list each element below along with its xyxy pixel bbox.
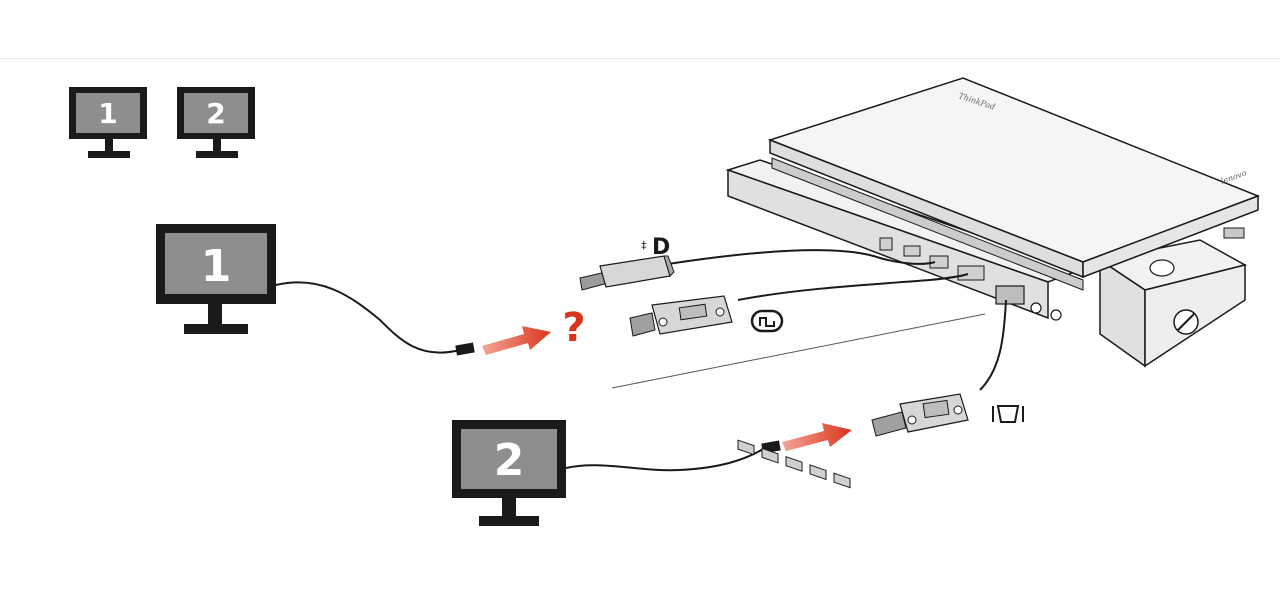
vga-connector <box>871 393 969 437</box>
docking-station <box>725 159 1248 489</box>
svg-text:D: D <box>652 235 670 260</box>
dvi-port <box>957 265 985 281</box>
monitor-2: 2 <box>452 420 566 526</box>
legend-monitor-2: 2 <box>177 87 255 158</box>
laptop-port <box>1223 227 1245 239</box>
dvi-connector <box>629 295 733 337</box>
displayport-icon: ‡ D <box>641 235 670 260</box>
vga-icon <box>992 405 1024 423</box>
lenovo-logo: lenovo <box>1220 168 1248 186</box>
top-divider <box>0 58 1280 59</box>
monitor-1-cable <box>275 281 461 354</box>
monitor-1: 1 <box>156 224 276 334</box>
svg-text:‡: ‡ <box>641 239 647 252</box>
legend-monitor-1: 1 <box>69 87 147 158</box>
monitor-2-number: 2 <box>494 435 525 486</box>
displayport-port <box>929 255 949 269</box>
audio-jack <box>1030 302 1042 314</box>
monitor-1-cable-plug <box>455 342 475 356</box>
legend-monitor-1-number: 1 <box>98 97 117 130</box>
eject-button <box>1149 259 1175 277</box>
displayport-cable <box>667 249 936 265</box>
red-arrow-2 <box>782 423 852 451</box>
ethernet-port <box>879 237 893 251</box>
dvi-icon <box>750 309 784 333</box>
dvi-cable <box>737 273 969 301</box>
monitor-1-number: 1 <box>201 241 232 292</box>
lock-icon <box>1173 309 1199 335</box>
red-arrow-1 <box>482 326 551 355</box>
laptop: ThinkPad lenovo <box>767 77 1261 291</box>
dock-port <box>903 245 921 257</box>
vga-port <box>995 285 1025 305</box>
question-mark: ? <box>562 305 585 351</box>
audio-jack <box>1050 309 1062 321</box>
monitor-2-cable <box>565 447 766 472</box>
vga-cable <box>979 299 1007 391</box>
displayport-connector <box>579 255 675 291</box>
legend-monitor-2-number: 2 <box>206 97 225 130</box>
floor-line <box>611 313 986 389</box>
